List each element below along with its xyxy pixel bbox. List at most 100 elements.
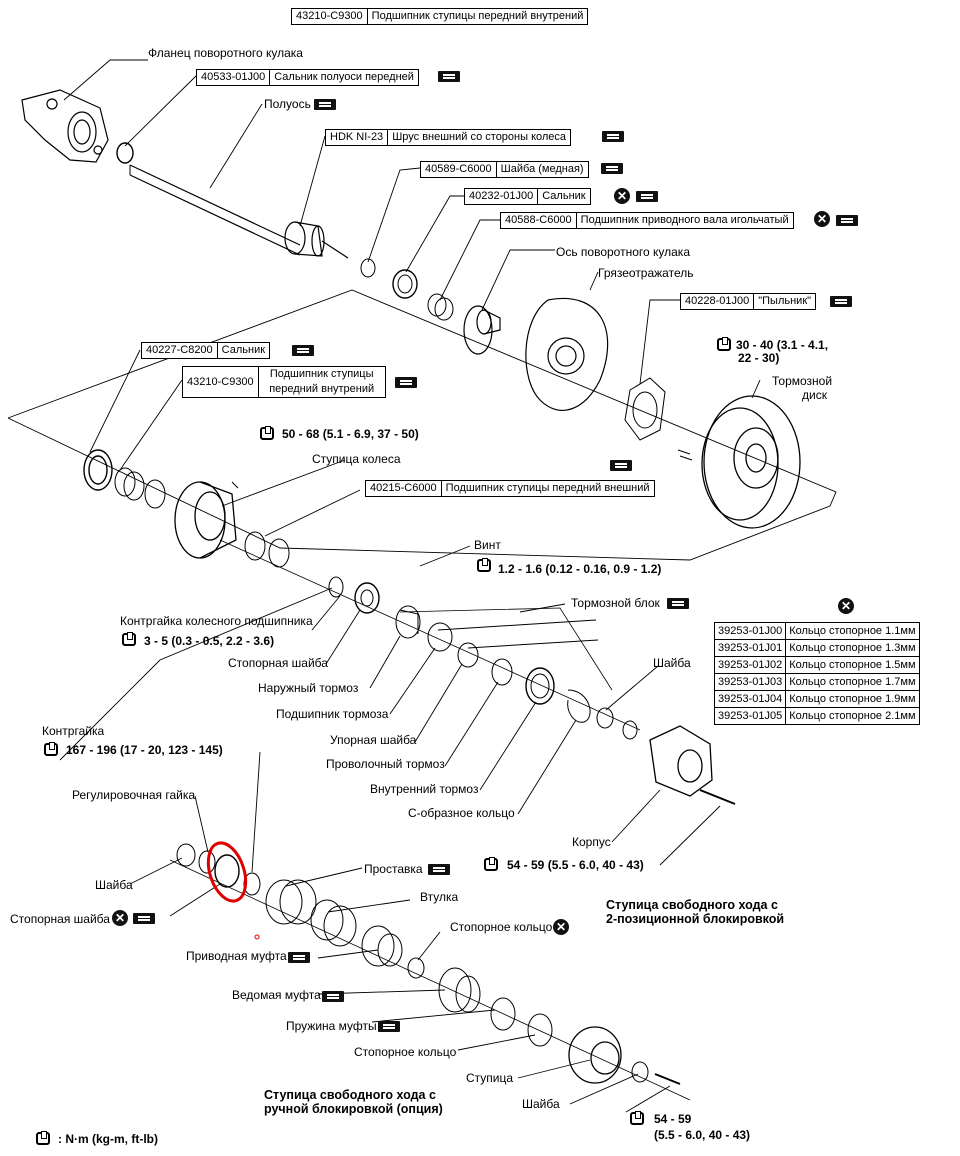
torque-housing: 54 - 59 (5.5 - 6.0, 40 - 43): [507, 858, 644, 872]
label-driven-clutch: Ведомая муфта: [232, 988, 321, 1002]
title-manual-hub-1: Ступица свободного хода с: [264, 1088, 436, 1102]
hub-bolt: [231, 481, 239, 489]
highlight-dot: [254, 934, 260, 940]
catalog-tag-icon: [667, 598, 689, 609]
not-reusable-x-icon: ✕: [614, 188, 630, 204]
title-manual-hub-2: ручной блокировкой (опция): [264, 1102, 443, 1116]
not-reusable-x-icon: ✕: [553, 919, 569, 935]
driven-clutch-part: [438, 967, 481, 1013]
label-axle: Полуось: [264, 97, 311, 111]
catalog-tag-icon: [438, 71, 460, 82]
label-washer-left: Шайба: [95, 878, 133, 892]
wire-brake-part: [491, 658, 513, 686]
label-wheel-hub: Ступица колеса: [312, 452, 401, 466]
needle-bearing: [427, 293, 454, 321]
torque-wrench-icon: [36, 1131, 50, 1145]
washer-bottom-part: [631, 1061, 649, 1083]
label-hub: Ступица: [466, 1071, 514, 1085]
hub-screw: [654, 1073, 681, 1085]
drive-clutch-part: [361, 925, 403, 967]
torque-bottom-1: 54 - 59: [654, 1112, 692, 1126]
spacer-part: [265, 879, 317, 925]
catalog-tag-icon: [830, 296, 852, 307]
hub-part: [568, 1026, 622, 1084]
outer-brake-part: [395, 605, 421, 639]
torque-disc: 30 - 40 (3.1 - 4.1,: [736, 338, 829, 352]
torque-bottom-2: (5.5 - 6.0, 40 - 43): [654, 1128, 751, 1142]
seal: [392, 269, 418, 299]
snap-ring-1-part: [407, 957, 425, 979]
knuckle-flange: [21, 89, 109, 163]
spindle: [463, 305, 501, 355]
label-lock-washer-left: Стопорная шайба: [10, 912, 110, 926]
label-inner-brake: Внутренний тормоз: [370, 782, 479, 796]
wheel-hub: [174, 481, 237, 559]
torque-wrench-icon: [477, 558, 491, 572]
catalog-tag-icon: [602, 131, 624, 142]
brake-bearing-part: [427, 622, 453, 652]
label-lock-nut-bearing: Контргайка колесного подшипника: [120, 614, 313, 628]
cv-joint: [284, 221, 349, 259]
washer-part: [596, 707, 614, 729]
catalog-tag-icon: [610, 460, 632, 471]
torque-wrench-icon: [44, 742, 58, 756]
label-snap-ring-2: Стопорное кольцо: [354, 1045, 457, 1059]
thrust-washer-part: [457, 642, 479, 668]
washer-left-part: [176, 843, 196, 867]
label-washer-bottom: Шайба: [522, 1097, 560, 1111]
label-housing: Корпус: [572, 835, 611, 849]
part-box-dust-cover: 40228-01J00"Пыльник": [680, 293, 817, 310]
torque-locknut-bearing: 3 - 5 (0.3 - 0.5, 2.2 - 3.6): [144, 634, 275, 648]
label-wire-brake: Проволочный тормоз: [326, 757, 445, 771]
hub-seal: [83, 449, 113, 491]
torque-screw: 1.2 - 1.6 (0.12 - 0.16, 0.9 - 1.2): [498, 562, 662, 576]
group-outline: [7, 289, 837, 561]
inner-race: [144, 479, 166, 509]
catalog-tag-icon: [428, 864, 450, 875]
catalog-tag-icon: [836, 215, 858, 226]
not-reusable-x-icon: ✕: [814, 211, 830, 227]
label-mud-guard: Грязеотражатель: [598, 266, 694, 280]
label-screw: Винт: [474, 538, 501, 552]
label-outer-brake: Наружный тормоз: [258, 681, 359, 695]
catalog-tag-icon: [288, 952, 310, 963]
lockwasher-left-part: [214, 854, 240, 888]
not-reusable-x-icon: ✕: [838, 598, 854, 614]
mud-guard: [525, 297, 609, 411]
lock-washer-part: [354, 582, 380, 614]
catalog-tag-icon: [378, 1021, 400, 1032]
housing-bolt: [699, 789, 736, 805]
dust-cover: [624, 377, 666, 441]
label-snap-ring-1: Стопорное кольцо: [450, 920, 553, 934]
outer-bearing-b: [268, 538, 290, 568]
torque-wrench-icon: [260, 426, 274, 440]
brake-disc: [701, 395, 801, 529]
title-auto-hub-1: Ступица свободного хода с: [606, 898, 778, 912]
title-auto-hub-2: 2-позиционной блокировкой: [606, 912, 785, 926]
catalog-tag-icon: [601, 163, 623, 174]
legend-units: : N·m (kg-m, ft-lb): [58, 1132, 158, 1146]
snap-ring-2-part: [527, 1013, 553, 1047]
label-flange: Фланец поворотного кулака: [148, 46, 303, 60]
catalog-tag-icon: [314, 99, 336, 110]
label-locknut: Контргайка: [42, 724, 105, 738]
axle-shaft: [129, 164, 301, 256]
label-washer-right: Шайба: [653, 656, 691, 670]
torque-wrench-icon: [122, 632, 136, 646]
label-brake-bearing: Подшипник тормоза: [276, 707, 389, 721]
torque-hub-bolt: 50 - 68 (5.1 - 6.9, 37 - 50): [282, 427, 419, 441]
